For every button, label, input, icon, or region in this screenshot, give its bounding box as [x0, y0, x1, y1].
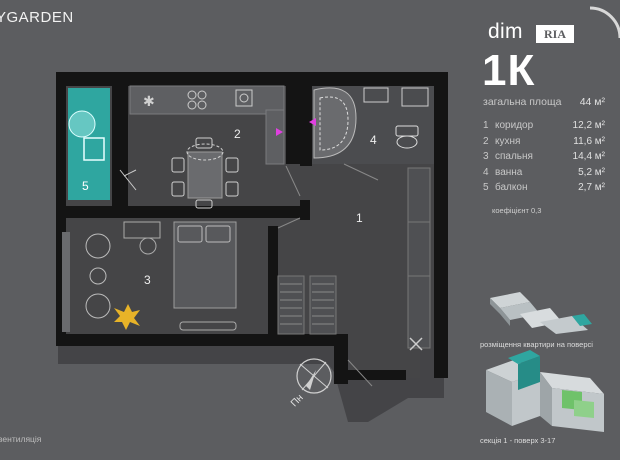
ventilation-marker: [309, 118, 316, 126]
room-label-2: 2: [234, 127, 241, 141]
floor-position-caption: розміщення квартири на поверсі: [480, 340, 593, 349]
total-area-row: загальна площа 44 м²: [483, 96, 605, 108]
section-caption: секція 1 - поверх 3-17: [480, 436, 556, 445]
room-label-4: 4: [370, 133, 377, 147]
room-label-1: 1: [356, 211, 363, 225]
ventilation-legend: вентиляція: [0, 434, 42, 444]
coefficient-note: коефіцієнт 0,3: [492, 206, 542, 215]
room-label-5: 5: [82, 179, 89, 193]
room-label-3: 3: [144, 273, 151, 287]
balcony-area: [68, 88, 110, 200]
total-area-label: загальна площа: [483, 96, 562, 108]
svg-text:✱: ✱: [143, 94, 155, 110]
watermark-dim: dim: [488, 20, 523, 43]
ventilation-marker: [276, 128, 283, 136]
watermark-ria: RIA: [536, 25, 574, 43]
brand-name: YGARDEN: [0, 9, 74, 26]
apartment-type-title: 1К: [482, 46, 536, 95]
plant-icon: [114, 304, 140, 330]
total-area-value: 44 м²: [579, 96, 605, 108]
dimria-watermark: dim RIA: [478, 14, 578, 48]
floor-plan: ✱: [56, 72, 448, 422]
compass-icon: [296, 358, 332, 394]
